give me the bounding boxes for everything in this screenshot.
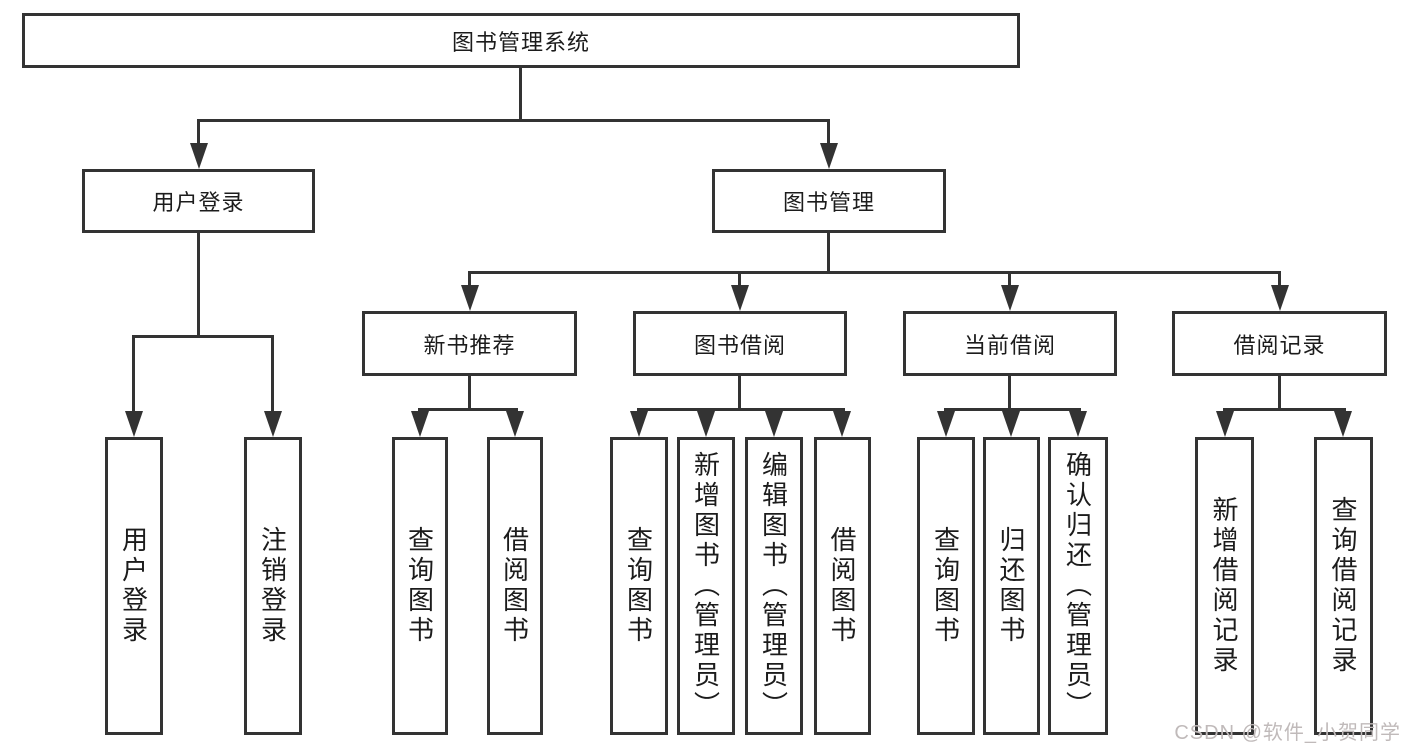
leaf-return-books: 归还图书: [983, 437, 1040, 735]
leaf-query-books-recommend: 查询图书: [392, 437, 448, 735]
leaf-confirm-return-admin-label: 确认归还（管理员）: [1062, 451, 1093, 721]
arrow-down-icon: [1001, 285, 1019, 311]
connector-line: [468, 376, 471, 411]
node-book-borrowing-label: 图书借阅: [693, 332, 786, 358]
arrow-down-icon: [697, 411, 715, 437]
connector-line: [468, 271, 471, 287]
node-book-management-label: 图书管理: [782, 190, 875, 215]
node-user-login: 用户登录: [82, 169, 315, 233]
connector-line: [1008, 271, 1011, 287]
leaf-logout: 注销登录: [244, 437, 302, 735]
leaf-borrow-books-recommend-label: 借阅图书: [499, 526, 530, 646]
leaf-user-login-label: 用户登录: [118, 526, 149, 646]
leaf-confirm-return-admin: 确认归还（管理员）: [1048, 437, 1108, 735]
node-book-management: 图书管理: [712, 169, 946, 233]
leaf-add-borrow-record-label: 新增借阅记录: [1209, 496, 1239, 676]
node-borrowing-records: 借阅记录: [1172, 311, 1387, 376]
connector-line: [637, 408, 845, 411]
connector-line: [197, 119, 830, 122]
node-user-login-label: 用户登录: [152, 190, 245, 215]
leaf-edit-books-admin: 编辑图书（管理员）: [745, 437, 803, 735]
arrow-down-icon: [1334, 411, 1352, 437]
leaf-add-borrow-record: 新增借阅记录: [1195, 437, 1254, 735]
leaf-edit-books-admin-label: 编辑图书（管理员）: [758, 451, 789, 721]
arrow-down-icon: [630, 411, 648, 437]
connector-line: [738, 376, 741, 411]
leaf-user-login: 用户登录: [105, 437, 163, 735]
arrow-down-icon: [1069, 411, 1087, 437]
leaf-query-books-borrowing-label: 查询图书: [623, 526, 654, 646]
connector-line: [271, 335, 274, 413]
arrow-down-icon: [1271, 285, 1289, 311]
arrow-down-icon: [731, 285, 749, 311]
node-new-book-recommend-label: 新书推荐: [423, 332, 516, 358]
connector-line: [827, 233, 830, 274]
arrow-down-icon: [190, 143, 208, 169]
connector-line: [1223, 408, 1346, 411]
node-root-label: 图书管理系统: [451, 29, 590, 55]
connector-line: [738, 271, 741, 287]
leaf-borrow-books-borrowing-label: 借阅图书: [827, 526, 857, 646]
connector-line: [197, 119, 200, 145]
arrow-down-icon: [506, 411, 524, 437]
arrow-down-icon: [937, 411, 955, 437]
arrow-down-icon: [411, 411, 429, 437]
connector-line: [944, 408, 1081, 411]
connector-line: [468, 271, 1281, 274]
connector-line: [197, 233, 200, 338]
node-root: 图书管理系统: [22, 13, 1020, 68]
leaf-query-books-current-label: 查询图书: [930, 526, 961, 646]
connector-line: [132, 335, 135, 413]
connector-line: [1008, 376, 1011, 411]
csdn-watermark: CSDN @软件_小贺同学: [1174, 722, 1401, 744]
node-borrowing-records-label: 借阅记录: [1233, 332, 1326, 358]
leaf-query-borrow-record: 查询借阅记录: [1314, 437, 1373, 735]
leaf-borrow-books-borrowing: 借阅图书: [814, 437, 871, 735]
leaf-query-borrow-record-label: 查询借阅记录: [1328, 496, 1358, 676]
connector-line: [418, 408, 518, 411]
node-book-borrowing: 图书借阅: [633, 311, 847, 376]
arrow-down-icon: [1216, 411, 1234, 437]
leaf-add-books-admin: 新增图书（管理员）: [677, 437, 735, 735]
leaf-borrow-books-recommend: 借阅图书: [487, 437, 543, 735]
arrow-down-icon: [820, 143, 838, 169]
leaf-logout-label: 注销登录: [257, 526, 288, 646]
leaf-add-books-admin-label: 新增图书（管理员）: [690, 451, 721, 721]
connector-line: [519, 68, 522, 122]
leaf-query-books-borrowing: 查询图书: [610, 437, 668, 735]
arrow-down-icon: [833, 411, 851, 437]
node-current-borrowing-label: 当前借阅: [963, 332, 1056, 358]
connector-line: [1278, 376, 1281, 411]
arrow-down-icon: [765, 411, 783, 437]
connector-line: [827, 119, 830, 145]
arrow-down-icon: [1002, 411, 1020, 437]
node-new-book-recommend: 新书推荐: [362, 311, 577, 376]
arrow-down-icon: [264, 411, 282, 437]
connector-line: [1278, 271, 1281, 287]
connector-line: [132, 335, 274, 338]
leaf-return-books-label: 归还图书: [996, 526, 1026, 646]
leaf-query-books-current: 查询图书: [917, 437, 975, 735]
node-current-borrowing: 当前借阅: [903, 311, 1117, 376]
arrow-down-icon: [125, 411, 143, 437]
arrow-down-icon: [461, 285, 479, 311]
leaf-query-books-recommend-label: 查询图书: [404, 526, 435, 646]
